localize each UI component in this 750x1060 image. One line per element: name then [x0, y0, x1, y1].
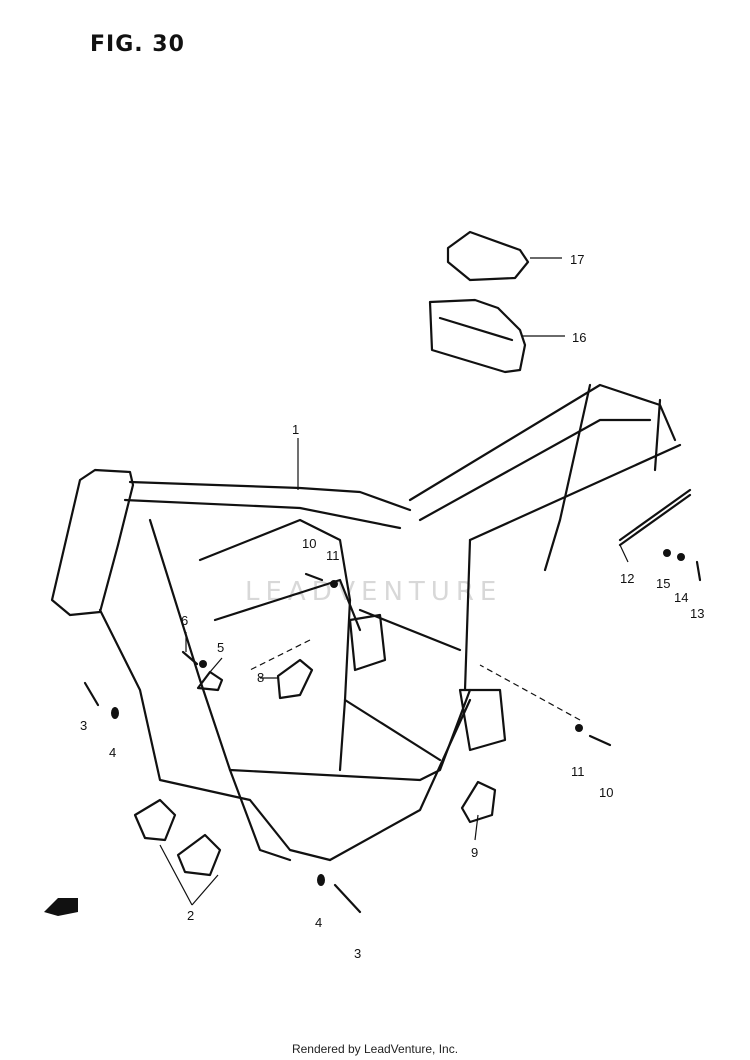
- callout-13[interactable]: 13: [690, 606, 704, 621]
- part-8-plate[interactable]: [276, 658, 314, 700]
- watermark: LEADVENTURE: [245, 577, 502, 607]
- callout-3-bottom[interactable]: 3: [354, 946, 361, 961]
- callout-10-lower[interactable]: 10: [599, 785, 613, 800]
- part-9-plate[interactable]: [460, 780, 497, 824]
- callout-1[interactable]: 1: [292, 422, 299, 437]
- callout-14[interactable]: 14: [674, 590, 688, 605]
- callout-17[interactable]: 17: [570, 252, 584, 267]
- part-15-washer[interactable]: [663, 549, 671, 557]
- callout-4-bottom[interactable]: 4: [315, 915, 322, 930]
- part-6-washer[interactable]: [199, 660, 207, 668]
- footer-credit: Rendered by LeadVenture, Inc.: [291, 1042, 459, 1056]
- part-5-plate[interactable]: [196, 670, 224, 692]
- part-10-bolt-a[interactable]: [304, 572, 324, 582]
- callout-12[interactable]: 12: [620, 571, 634, 586]
- part-17-cover[interactable]: [446, 230, 530, 282]
- callout-3-left[interactable]: 3: [80, 718, 87, 733]
- figure-title: FIG. 30: [90, 32, 185, 57]
- callout-15[interactable]: 15: [656, 576, 670, 591]
- part-10-bolt-b[interactable]: [588, 734, 612, 747]
- front-arrow-icon: [44, 898, 78, 916]
- callout-5[interactable]: 5: [217, 640, 224, 655]
- part-6-bolt[interactable]: [181, 650, 199, 666]
- part-11-nut-b[interactable]: [575, 724, 583, 732]
- part-4-nut-b[interactable]: [317, 874, 325, 886]
- part-3-bolt-b[interactable]: [333, 883, 362, 914]
- callout-9[interactable]: 9: [471, 845, 478, 860]
- part-13-bolt[interactable]: [695, 560, 702, 582]
- part-11-nut-a[interactable]: [330, 580, 338, 588]
- callout-2[interactable]: 2: [187, 908, 194, 923]
- callout-4-left[interactable]: 4: [109, 745, 116, 760]
- part-16-box[interactable]: [428, 298, 527, 374]
- part-2-plate-a[interactable]: [133, 798, 177, 842]
- callout-11-upper[interactable]: 11: [326, 548, 340, 563]
- callout-8[interactable]: 8: [257, 670, 264, 685]
- part-1-frame[interactable]: [50, 468, 135, 617]
- callout-16[interactable]: 16: [572, 330, 586, 345]
- part-12-bracket[interactable]: [618, 488, 692, 542]
- callout-6[interactable]: 6: [181, 613, 188, 628]
- part-14-nut[interactable]: [677, 553, 685, 561]
- callout-10-upper[interactable]: 10: [302, 536, 316, 551]
- part-4-nut-a[interactable]: [111, 707, 119, 719]
- part-3-bolt-a[interactable]: [83, 681, 100, 707]
- part-2-plate-b[interactable]: [176, 833, 222, 877]
- callouts: 17 16 1 10 11 12 15 14 13 6 5 8 3 4 11 1…: [80, 252, 704, 961]
- callout-11-lower[interactable]: 11: [571, 764, 585, 779]
